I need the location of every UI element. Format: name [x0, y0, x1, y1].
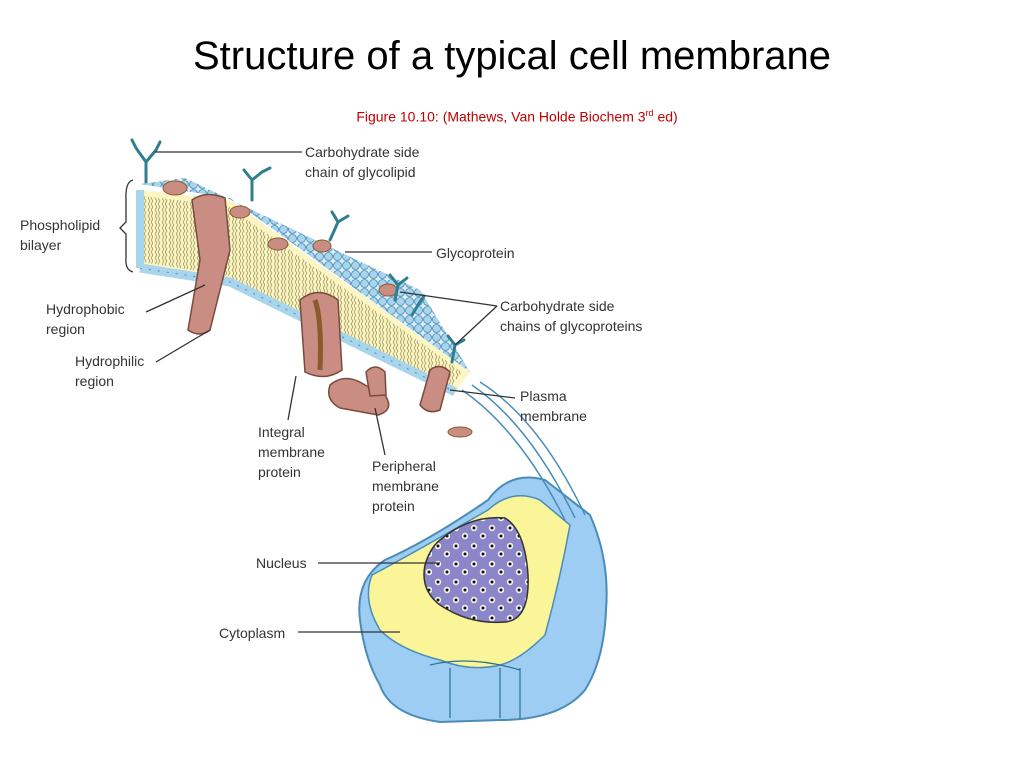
surface-protein-4 — [312, 239, 332, 253]
leader-carb-glycoproteins — [399, 291, 498, 346]
label-hydrophobic-region: Hydrophobic region — [46, 301, 125, 337]
leader-hydrophobic — [145, 284, 206, 313]
surface-protein-3 — [267, 237, 289, 251]
label-carbohydrate-glycoproteins: Carbohydrate side chains of glycoprotein… — [500, 298, 643, 334]
label-peripheral-membrane-protein: Peripheral membrane protein — [372, 458, 439, 514]
leader-peripheral — [374, 407, 386, 456]
cell-section-lines — [429, 660, 521, 718]
label-cytoplasm: Cytoplasm — [219, 625, 286, 641]
surface-protein-1 — [162, 180, 188, 196]
channel-pore — [312, 299, 323, 371]
peripheral-protein-knob — [365, 366, 387, 397]
surface-protein-2 — [229, 205, 251, 219]
carb-chain-4 — [388, 273, 409, 302]
carb-chain-glycolipid — [130, 138, 162, 184]
caption-text: Figure 10.10: (Mathews, Van Holde Bioche… — [356, 108, 646, 125]
bottom-surface-heads-outline — [139, 267, 456, 393]
caption-suffix: ed) — [653, 108, 678, 125]
leader-bracket — [119, 179, 134, 273]
label-hydrophilic-region: Hydrophilic region — [75, 353, 145, 389]
leader-lines — [119, 151, 516, 633]
cell-illustration — [358, 381, 608, 724]
peripheral-protein — [328, 377, 390, 416]
leader-hydrophilic — [155, 329, 211, 363]
nucleus-shape — [423, 516, 529, 624]
surface-protein-5 — [378, 283, 398, 297]
membrane-strands — [461, 381, 586, 521]
integral-protein-right — [419, 365, 451, 413]
leader-integral — [287, 375, 297, 421]
label-glycoprotein: Glycoprotein — [436, 245, 515, 261]
label-plasma-membrane: Plasma membrane — [520, 388, 587, 424]
label-phospholipid-bilayer: Phospholipid bilayer — [20, 217, 101, 253]
carb-chain-2 — [242, 166, 272, 202]
label-nucleus: Nucleus — [256, 555, 307, 571]
leader-plasma — [449, 389, 516, 399]
carbohydrate-chains — [130, 138, 466, 364]
carb-chain-glycoprotein — [328, 210, 350, 242]
figure-caption: Figure 10.10: (Mathews, Van Holde Bioche… — [0, 108, 1024, 125]
caption-superscript: rd — [645, 108, 654, 118]
page-title: Structure of a typical cell membrane — [192, 34, 832, 78]
label-carbohydrate-glycolipid: Carbohydrate side chain of glycolipid — [305, 144, 420, 180]
carb-chain-6 — [410, 294, 426, 317]
label-integral-membrane-protein: Integral membrane protein — [258, 424, 325, 480]
bottom-protein — [447, 426, 473, 438]
